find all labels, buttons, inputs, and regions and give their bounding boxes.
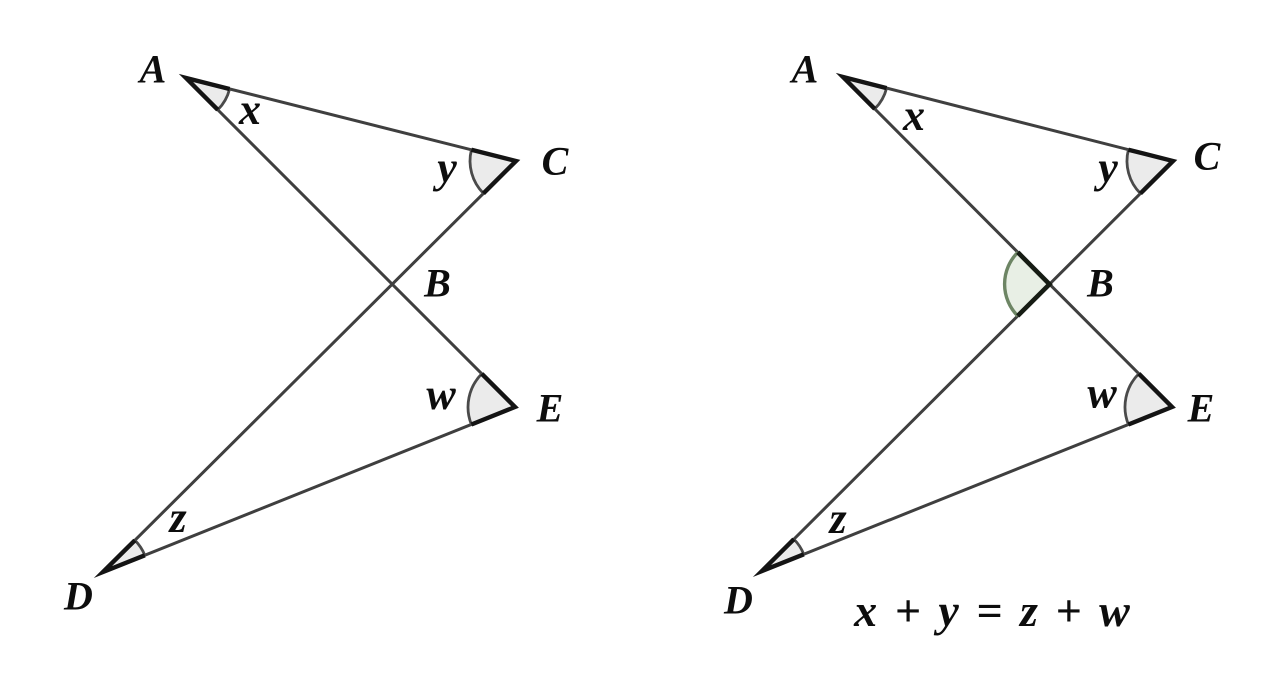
svg-text:B: B (423, 261, 451, 306)
svg-text:x: x (902, 91, 925, 140)
svg-text:w: w (426, 370, 456, 419)
svg-text:z: z (167, 493, 186, 542)
svg-text:A: A (137, 47, 167, 92)
svg-text:z: z (827, 494, 846, 543)
svg-text:B: B (1086, 261, 1114, 306)
svg-text:y: y (432, 143, 457, 192)
svg-text:D: D (723, 578, 753, 623)
svg-text:A: A (789, 47, 819, 92)
svg-text:C: C (542, 139, 570, 184)
svg-text:x: x (238, 85, 261, 134)
svg-text:C: C (1194, 134, 1222, 179)
svg-text:y: y (1093, 143, 1118, 192)
svg-text:E: E (1187, 386, 1215, 431)
svg-text:x + y = z + w: x + y = z + w (853, 585, 1130, 636)
svg-text:E: E (536, 386, 564, 431)
svg-text:w: w (1087, 369, 1117, 418)
svg-text:D: D (63, 574, 93, 619)
